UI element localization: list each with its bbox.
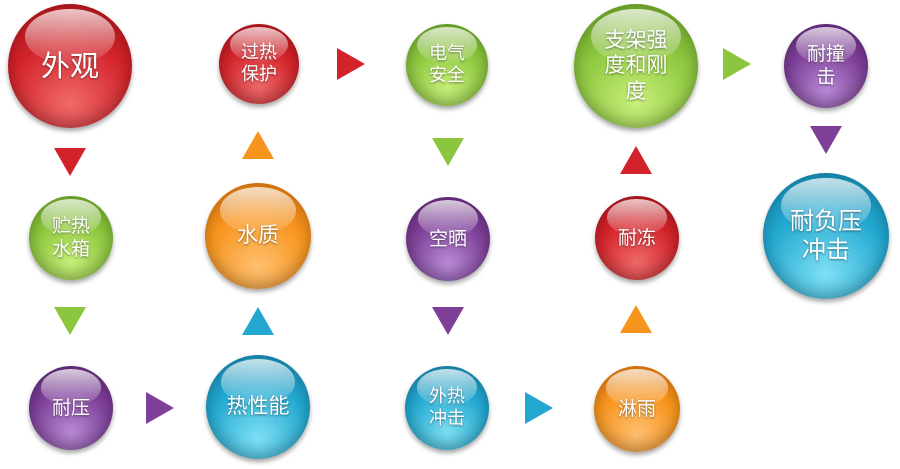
node-frost-resistance-label: 耐冻: [617, 226, 656, 249]
node-bracket-strength: 支架强 度和刚 度: [574, 4, 698, 128]
node-empty-sun-exposure-label: 空晒: [428, 227, 467, 250]
node-water-quality-label: 水质: [237, 223, 279, 248]
node-external-thermal-shock: 外热 冲击: [405, 366, 489, 450]
node-thermal-performance: 热性能: [206, 355, 310, 459]
node-heat-storage-tank-label: 贮热 水箱: [51, 215, 90, 260]
node-external-thermal-shock-label: 外热 冲击: [429, 386, 465, 429]
node-thermal-performance-label: 热性能: [226, 394, 290, 419]
node-electrical-safety-label: 电气 安全: [429, 43, 465, 86]
arrow-up-icon: [242, 131, 274, 159]
arrow-up-icon: [242, 307, 274, 335]
node-negative-pressure-shock: 耐负压 冲击: [763, 173, 889, 299]
node-pressure-resistance-label: 耐压: [51, 396, 90, 419]
node-negative-pressure-shock-label: 耐负压 冲击: [790, 207, 862, 264]
arrow-down-icon: [432, 307, 464, 335]
node-rain-test-label: 淋雨: [617, 397, 656, 420]
arrow-right-icon: [146, 392, 174, 424]
node-impact-resistance: 耐撞 击: [784, 24, 868, 108]
node-frost-resistance: 耐冻: [595, 196, 679, 280]
node-empty-sun-exposure: 空晒: [406, 197, 490, 281]
arrow-up-icon: [620, 146, 652, 174]
arrow-down-icon: [54, 148, 86, 176]
node-electrical-safety: 电气 安全: [406, 24, 488, 106]
node-overheat-protection-label: 过热 保护: [241, 42, 277, 85]
node-appearance: 外观: [8, 4, 132, 128]
arrow-right-icon: [337, 48, 365, 80]
arrow-down-icon: [810, 126, 842, 154]
node-overheat-protection: 过热 保护: [219, 24, 299, 104]
node-bracket-strength-label: 支架强 度和刚 度: [604, 28, 668, 103]
node-water-quality: 水质: [205, 183, 311, 289]
node-pressure-resistance: 耐压: [29, 366, 113, 450]
node-appearance-label: 外观: [40, 48, 99, 83]
arrow-right-icon: [723, 48, 751, 80]
node-heat-storage-tank: 贮热 水箱: [29, 196, 113, 280]
arrow-down-icon: [54, 307, 86, 335]
node-impact-resistance-label: 耐撞 击: [806, 43, 845, 88]
arrow-right-icon: [525, 392, 553, 424]
arrow-down-icon: [432, 138, 464, 166]
arrow-up-icon: [620, 305, 652, 333]
node-rain-test: 淋雨: [594, 366, 680, 452]
